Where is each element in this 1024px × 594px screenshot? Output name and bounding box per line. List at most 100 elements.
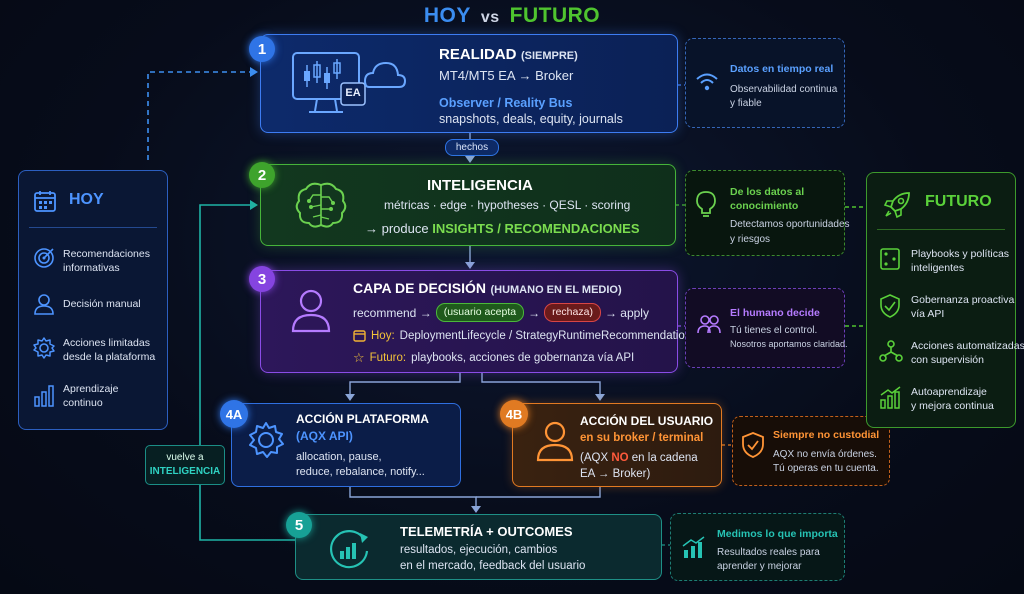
- step-5-badge: 5: [286, 512, 312, 538]
- user-icon: [34, 294, 54, 315]
- step-4b-no: NO: [611, 452, 629, 464]
- note-2-title-2: conocimiento: [730, 200, 799, 212]
- step-1-line-3: snapshots, deals, equity, journals: [439, 112, 623, 126]
- futuro-item-2-line-2: vía API: [911, 308, 945, 320]
- hoy-item-1-line-1: Recomendaciones: [63, 248, 150, 260]
- step-1-line-2: Observer / Reality Bus: [439, 96, 573, 110]
- futuro-item-4-line-2: y mejora continua: [911, 400, 994, 412]
- people-icon: [697, 315, 721, 334]
- reject-chip: rechaza): [544, 303, 601, 322]
- futuro-label: Futuro:: [369, 352, 407, 364]
- rocket-icon: [883, 192, 910, 219]
- step-5-line-1: resultados, ejecución, cambios: [400, 544, 558, 556]
- step-1-realidad-card: EA REALIDAD (SIEMPRE) MT4/MT5 EA → Broke…: [260, 34, 678, 133]
- note-human-decides: El humano decide Tú tienes el control. N…: [685, 288, 848, 368]
- hechos-chip: hechos: [445, 139, 499, 156]
- note-4-line-2: Tú operas en tu cuenta.: [773, 463, 879, 474]
- note-3-title: El humano decide: [730, 307, 820, 319]
- step-2-inteligencia-card: INTELIGENCIA métricas · edge · hypothese…: [260, 164, 676, 246]
- hoy-item-4-line-1: Aprendizaje: [63, 383, 119, 395]
- note-4-title: Siempre no custodial: [773, 429, 880, 441]
- note-2-line-1: Detectamos oportunidades: [730, 219, 850, 230]
- note-5-line-1: Resultados reales para: [717, 547, 820, 558]
- step-4a-line-2: reduce, rebalance, notify...: [296, 466, 425, 478]
- step-5-line-2: en el mercado, feedback del usuario: [400, 560, 586, 572]
- step-4b-title: ACCIÓN DEL USUARIO: [580, 414, 714, 428]
- network-icon: [879, 340, 903, 362]
- note-3-line-1: Tú tienes el control.: [730, 325, 818, 336]
- gear-icon: [33, 337, 55, 359]
- futuro-item-2-line-1: Gobernanza proactiva: [911, 294, 1015, 306]
- hoy-panel-title: HOY: [69, 191, 104, 208]
- futuro-item-4: Autoaprendizaje y mejora continua: [911, 385, 994, 413]
- step-3-flow-arrow: →: [528, 305, 541, 320]
- note-real-time-data: Datos en tiempo real Observabilidad cont…: [685, 38, 845, 128]
- hoy-divider: [29, 227, 157, 228]
- loop-back-label: vuelve a INTELIGENCIA: [145, 445, 225, 485]
- step-4a-badge: 4A: [220, 400, 248, 428]
- step-2-line-2-prefix: → produce: [365, 221, 429, 236]
- step-2-title: INTELIGENCIA: [427, 177, 533, 194]
- step-2-line-1: métricas · edge · hypotheses · QESL · sc…: [384, 198, 631, 212]
- hoy-item-3: Acciones limitadas desde la plataforma: [63, 336, 155, 364]
- hoy-item-1: Recomendaciones informativas: [63, 247, 150, 275]
- hoy-item-4: Aprendizaje continuo: [63, 382, 118, 410]
- brain-icon: [291, 175, 351, 235]
- step-4b-badge: 4B: [500, 400, 528, 428]
- futuro-item-3-line-1: Acciones automatizadas: [911, 340, 1024, 352]
- note-5-title: Medimos lo que importa: [717, 528, 838, 540]
- step-4b-subtitle: en su broker / terminal: [580, 432, 704, 444]
- step-4a-line-1: allocation, pause,: [296, 451, 382, 463]
- futuro-item-2: Gobernanza proactiva vía API: [911, 293, 1014, 321]
- step-3-badge: 3: [249, 266, 275, 292]
- step-3-title-suffix: (HUMANO EN EL MEDIO): [490, 284, 622, 296]
- hoy-panel: HOY Recomendaciones informativas Decisió…: [18, 170, 168, 430]
- step-1-badge: 1: [249, 36, 275, 62]
- star-icon: ☆: [353, 350, 365, 365]
- step-4b-line-1a: (AQX: [580, 452, 609, 464]
- step-1-title: REALIDAD: [439, 46, 517, 63]
- accept-chip: (usuario acepta: [435, 303, 525, 322]
- loop-back-line-1: vuelve a: [166, 452, 204, 463]
- note-1-title: Datos en tiempo real: [730, 63, 834, 75]
- futuro-text: playbooks, acciones de gobernanza vía AP…: [411, 352, 635, 364]
- shield-check-icon: [880, 294, 900, 318]
- step-4b-line-1b: en la cadena: [631, 452, 698, 464]
- shield-check-icon: [742, 432, 764, 458]
- futuro-item-4-line-1: Autoaprendizaje: [911, 386, 987, 398]
- note-1-line-2: y fiable: [730, 98, 762, 109]
- futuro-panel-title: FUTURO: [925, 193, 992, 210]
- step-2-badge: 2: [249, 162, 275, 188]
- futuro-divider: [877, 229, 1005, 230]
- hoy-item-3-line-1: Acciones limitadas: [63, 337, 150, 349]
- calendar-icon: [353, 330, 366, 342]
- calendar-icon: [34, 191, 56, 212]
- hoy-label: Hoy:: [371, 329, 395, 342]
- title-vs: vs: [480, 9, 500, 26]
- title-futuro: FUTURO: [509, 4, 601, 27]
- step-4a-platform-action-card: ACCIÓN PLATAFORMA (AQX API) allocation, …: [231, 403, 461, 487]
- futuro-panel: FUTURO Playbooks y políticas inteligente…: [866, 172, 1024, 428]
- monitor-chart-cloud-icon: EA: [287, 49, 407, 119]
- futuro-item-1-line-1: Playbooks y políticas: [911, 248, 1010, 260]
- step-5-title: TELEMETRÍA + OUTCOMES: [400, 524, 573, 539]
- note-3-line-2: Nosotros aportamos claridad.: [730, 339, 848, 349]
- note-measure: Medimos lo que importa Resultados reales…: [670, 513, 845, 581]
- step-3-flow-recommend: recommend →: [353, 305, 432, 320]
- step-3-flow-apply: → apply: [604, 305, 649, 320]
- step-2-line-2-emphasis: INSIGHTS / RECOMENDACIONES: [432, 221, 640, 236]
- gear-icon: [246, 420, 286, 460]
- hoy-item-2: Decisión manual: [63, 298, 141, 310]
- futuro-item-3: Acciones automatizadas con supervisión: [911, 339, 1024, 367]
- hoy-item-4-line-2: continuo: [63, 397, 103, 409]
- growth-chart-icon: [880, 386, 901, 409]
- step-4b-user-action-card: ACCIÓN DEL USUARIO en su broker / termin…: [512, 403, 722, 487]
- person-icon: [285, 285, 337, 335]
- note-2-line-2: y riesgos: [730, 234, 771, 245]
- step-3-title: CAPA DE DECISIÓN: [353, 280, 487, 296]
- wifi-icon: [696, 73, 718, 91]
- refresh-chart-icon: [324, 523, 374, 573]
- futuro-item-1: Playbooks y políticas inteligentes: [911, 247, 1009, 275]
